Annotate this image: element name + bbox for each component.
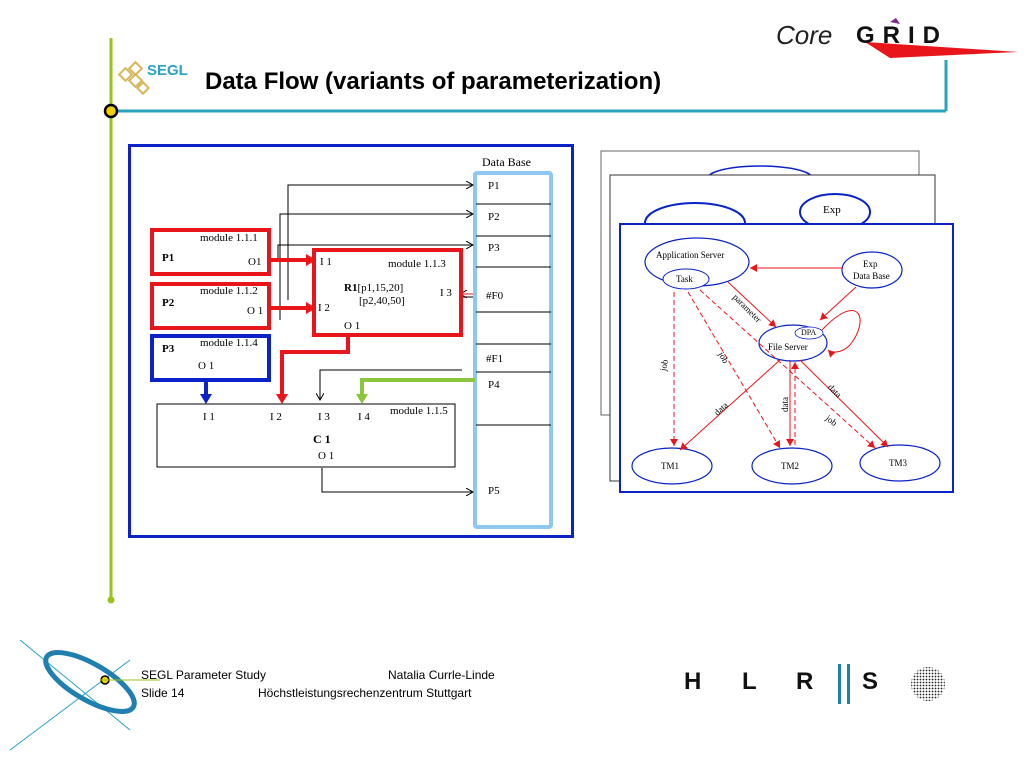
edge-label-data-mid: data (780, 397, 790, 412)
c1-input-1: I 1 (203, 411, 215, 423)
edge-label-job-left: job (658, 358, 670, 372)
database-column (473, 171, 553, 529)
tm1-label: TM1 (661, 461, 679, 471)
hlrs-letter-s: S (862, 668, 879, 695)
tm1-node (631, 447, 713, 485)
r1-input-1: I 1 (320, 256, 332, 268)
app-server-label: Application Server (656, 250, 725, 260)
segl-logo: SEGL (117, 58, 197, 98)
module-1-1-1-label: module 1.1.1 (200, 232, 258, 244)
module-1-1-1-box (150, 228, 271, 276)
hlrs-bar-icon (838, 664, 850, 704)
c1-output: O 1 (318, 450, 335, 462)
db-slot-f1: #F1 (486, 353, 504, 365)
segl-logo-text: SEGL (147, 62, 188, 79)
module-1-1-1-param: P1 (162, 252, 175, 264)
db-slot-p4: P4 (488, 379, 500, 391)
hlrs-dot-sphere-icon (911, 667, 945, 701)
segl-diamond-icon (117, 60, 151, 96)
architecture-edges (670, 264, 889, 451)
r1-output: O 1 (344, 320, 361, 332)
back-exp-label: Exp (823, 204, 841, 216)
module-1-1-4-box (150, 334, 271, 382)
db-slot-p2: P2 (488, 211, 500, 223)
exp-db-node (841, 251, 903, 289)
file-server-label: File Server (768, 342, 808, 352)
module-1-1-2-output: O 1 (247, 305, 264, 317)
module-1-1-2-box (150, 282, 271, 330)
footer-right-line1: Natalia Currle-Linde (388, 668, 495, 682)
dpa-label: DPA (801, 328, 817, 337)
database-dividers (476, 203, 551, 426)
junction-dot (103, 103, 119, 119)
exp-db-label-2: Data Base (853, 271, 890, 281)
r1-label-bold: R1 (344, 282, 358, 294)
db-slot-p1: P1 (488, 180, 500, 192)
database-title: Data Base (482, 155, 531, 169)
db-slot-p5: P5 (488, 485, 500, 497)
coregrid-swoosh-icon (865, 18, 1018, 58)
module-1-1-2-param: P2 (162, 297, 175, 309)
module-1-1-4-param: P3 (162, 343, 175, 355)
page-title: Data Flow (variants of parameterization) (205, 68, 662, 95)
hlrs-letter-h: H (684, 668, 702, 695)
coregrid-grid-text: GRID (856, 22, 948, 49)
hlrs-letter-r: R (796, 668, 814, 695)
tm3-node (859, 444, 941, 482)
r1-label-line1: [p1,15,20] (357, 282, 404, 294)
thin-arrows (277, 185, 473, 492)
module-1-1-2-label: module 1.1.2 (200, 285, 258, 297)
tm3-label: TM3 (889, 458, 907, 468)
task-node (662, 268, 710, 290)
tm2-node (751, 447, 833, 485)
r1-module-label: module 1.1.3 (388, 258, 446, 270)
c1-label: C 1 (313, 432, 331, 446)
c1-input-2: I 2 (270, 411, 282, 423)
hlrs-letter-l: L (742, 668, 757, 695)
dpa-node (794, 326, 824, 340)
c1-module-label: module 1.1.5 (390, 405, 448, 417)
r1-label-line2: [p2,40,50] (359, 295, 405, 307)
exp-db-label-1: Exp (863, 259, 878, 269)
data-flow-diagram (128, 144, 574, 538)
r1-box (312, 248, 463, 337)
db-slot-f0: #F0 (486, 290, 504, 302)
task-label: Task (676, 274, 693, 284)
footer-orbit-icon (9, 640, 160, 751)
r1-input-3: I 3 (440, 287, 452, 299)
module-1-1-4-label: module 1.1.4 (200, 337, 258, 349)
footer-left-line1: SEGL Parameter Study (141, 668, 266, 682)
coregrid-logo: Core GRID (770, 14, 1020, 60)
module-1-1-4-output: O 1 (198, 360, 215, 372)
module-1-1-1-output: O1 (248, 256, 262, 268)
tm2-label: TM2 (781, 461, 799, 471)
hlrs-logo: H L R S (684, 658, 1024, 708)
footer-right-line2: Höchstleistungsrechenzentrum Stuttgart (258, 686, 472, 700)
footer-left-line2: Slide 14 (141, 686, 185, 700)
coregrid-core-text: Core (776, 20, 833, 50)
c1-input-3: I 3 (318, 411, 330, 423)
c1-box (156, 403, 456, 468)
r1-input-2: I 2 (318, 302, 330, 314)
c1-input-4: I 4 (358, 411, 370, 423)
thick-arrows (200, 254, 475, 404)
green-dot-bottom (107, 596, 115, 604)
db-slot-p3: P3 (488, 242, 500, 254)
r1-label: R1[p1,15,20] (344, 282, 403, 294)
